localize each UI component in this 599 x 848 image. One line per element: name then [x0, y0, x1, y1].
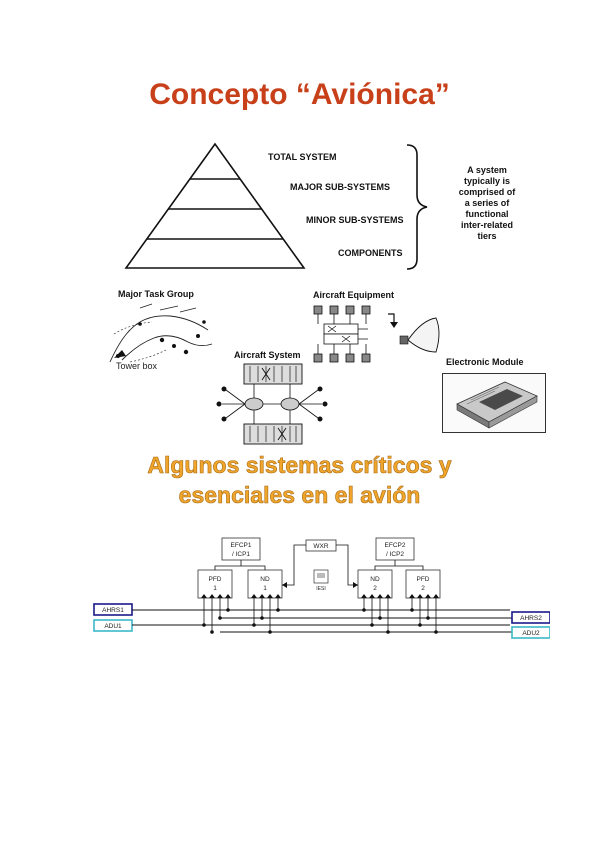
- pfd2-number: 2: [421, 585, 425, 592]
- pfd1-label: PFD: [209, 576, 222, 583]
- electronic-module-label: Electronic Module: [446, 357, 524, 367]
- ahrs2-box: [511, 611, 550, 624]
- adu2-label: ADU2: [522, 630, 540, 637]
- wxr-link-nd2: [336, 544, 358, 586]
- ahrs1-label: AHRS1: [102, 607, 124, 614]
- tier-components: COMPONENTS: [338, 248, 403, 258]
- efcp1-links: [214, 560, 266, 570]
- nd1-box: [247, 569, 283, 599]
- nd1-number: 1: [263, 585, 267, 592]
- section-title-line-1: Algunos sistemas críticos y: [147, 452, 452, 479]
- wxr-label: WXR: [313, 543, 328, 550]
- pfd2-box: [405, 569, 441, 599]
- major-task-group-label: Major Task Group: [118, 289, 194, 299]
- nd2-number: 2: [373, 585, 377, 592]
- note-line: functional: [465, 209, 509, 219]
- bus-junction-dots: [202, 608, 438, 634]
- note-line: comprised of: [458, 187, 516, 197]
- brace-icon: [406, 144, 428, 270]
- adu1-label: ADU1: [104, 623, 122, 630]
- wxr-link-nd1: [282, 544, 306, 586]
- pfd1-box: [197, 569, 233, 599]
- note-line: tiers: [477, 231, 497, 241]
- aircraft-system-label: Aircraft System: [234, 350, 301, 360]
- aircraft-equipment-illustration: [313, 305, 440, 363]
- nd2-label: ND: [370, 576, 380, 583]
- electronic-module-frame: [442, 373, 546, 433]
- tier-major-sub-systems: MAJOR SUB-SYSTEMS: [290, 182, 391, 192]
- electronic-module-image: [456, 381, 538, 429]
- avionics-block-diagram: EFCP1 / ICP1 EFCP2 / ICP2 WXR PFD 1 ND 1…: [93, 537, 550, 639]
- iesi-label: IESI: [316, 586, 325, 592]
- efcp2-links: [374, 560, 424, 570]
- iesi-screen: [317, 573, 325, 578]
- ahrs2-label: AHRS2: [520, 615, 542, 622]
- note-line: a series of: [464, 198, 510, 208]
- efcp1-sub-label: / ICP1: [232, 551, 250, 558]
- pfd1-number: 1: [213, 585, 217, 592]
- efcp2-label: EFCP2: [385, 542, 406, 549]
- note-line: typically is: [463, 176, 511, 186]
- page-title: Concepto “Aviónica”: [149, 78, 450, 111]
- section-title-line-2: esenciales en el avión: [178, 482, 421, 509]
- aircraft-system-illustration: [216, 363, 328, 445]
- adu2-box: [511, 626, 550, 639]
- nd1-label: ND: [260, 576, 270, 583]
- tower-box-label: Tower box: [116, 361, 158, 371]
- pyramid-diagram: [124, 142, 306, 269]
- pyramid-outline: [124, 142, 306, 269]
- note-line: inter-related: [460, 220, 513, 230]
- task-group-map-illustration: [109, 303, 213, 363]
- efcp2-sub-label: / ICP2: [386, 551, 404, 558]
- note-line: A system: [467, 165, 507, 175]
- display-bus-drops: [203, 598, 437, 632]
- efcp1-label: EFCP1: [231, 542, 252, 549]
- nd2-box: [357, 569, 393, 599]
- display-input-arrows: [201, 594, 439, 598]
- tier-total-system: TOTAL SYSTEM: [268, 152, 337, 162]
- aircraft-equipment-label: Aircraft Equipment: [313, 290, 395, 300]
- tier-note: A system typically is comprised of a ser…: [437, 165, 537, 242]
- ahrs1-box: [93, 603, 133, 616]
- adu1-box: [93, 619, 133, 632]
- tier-minor-sub-systems: MINOR SUB-SYSTEMS: [306, 215, 404, 225]
- pfd2-label: PFD: [417, 576, 430, 583]
- wxr-box: [305, 539, 337, 552]
